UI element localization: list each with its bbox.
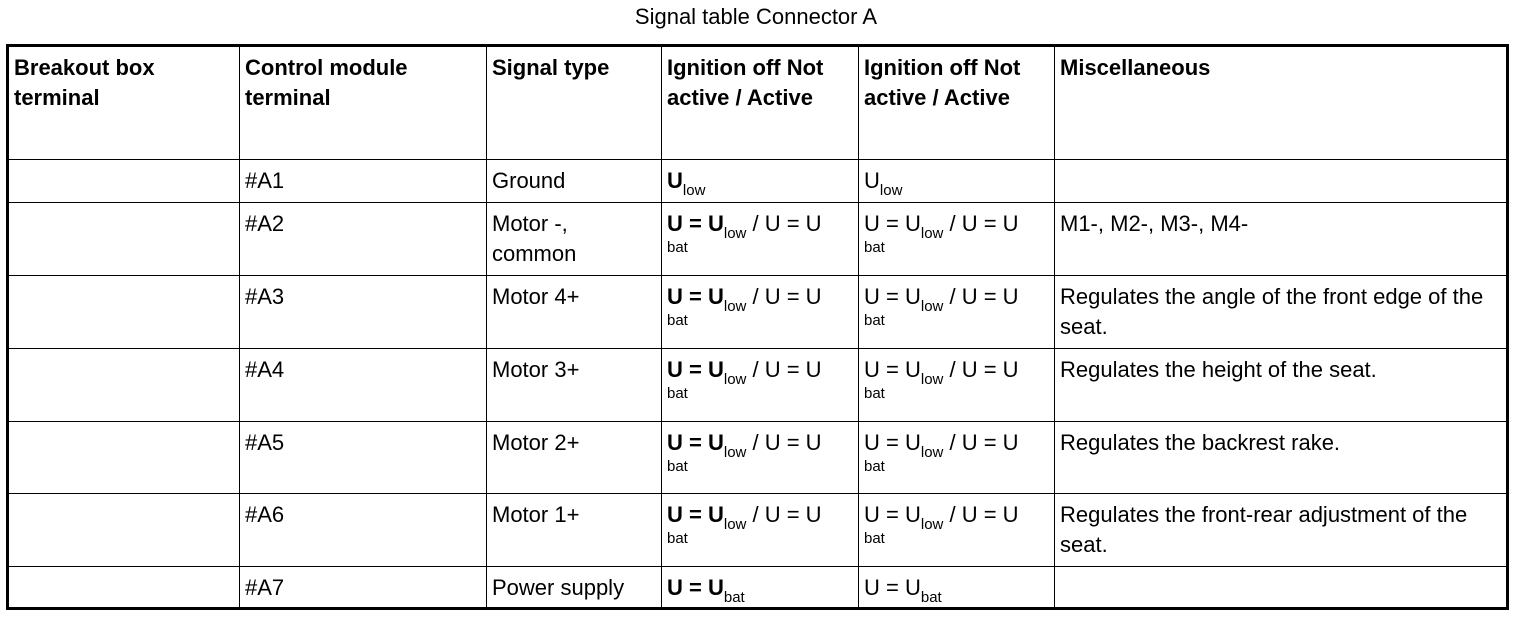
header-breakout-box-terminal: Breakout box terminal: [7, 45, 240, 160]
terminal-cell: #A2: [239, 201, 487, 276]
signal-cell: Motor 2+: [486, 420, 662, 494]
breakout-cell: [7, 201, 240, 276]
terminal-cell: #A7: [239, 566, 487, 609]
breakout-cell: [7, 348, 240, 422]
header-ignition-off-2: Ignition off Not active / Active: [858, 45, 1055, 160]
misc-cell: [1054, 158, 1508, 203]
signal-table: Breakout box terminal Control module ter…: [6, 44, 1509, 610]
misc-cell: Regulates the angle of the front edge of…: [1054, 274, 1508, 350]
misc-cell: Regulates the height of the seat.: [1054, 348, 1508, 422]
misc-cell: Regulates the front-rear adjustment of t…: [1054, 492, 1508, 568]
signal-cell: Motor 3+: [486, 348, 662, 422]
signal-cell: Power supply: [486, 566, 662, 609]
signal-cell: Ground: [486, 158, 662, 203]
table-row: #A1 Ground Ulow Ulow: [7, 158, 1508, 203]
header-miscellaneous: Miscellaneous: [1054, 45, 1508, 160]
terminal-cell: #A5: [239, 420, 487, 494]
breakout-cell: [7, 274, 240, 350]
header-row: Breakout box terminal Control module ter…: [7, 45, 1508, 160]
header-ignition-off-1: Ignition off Not active / Active: [661, 45, 859, 160]
signal-cell: Motor 4+: [486, 274, 662, 350]
table-title: Signal table Connector A: [634, 4, 878, 29]
signal-cell: Motor 1+: [486, 492, 662, 568]
misc-cell: Regulates the backrest rake.: [1054, 420, 1508, 494]
terminal-cell: #A6: [239, 492, 487, 568]
breakout-cell: [7, 420, 240, 494]
table-row: #A7 Power supply U = Ubat U = Ubat: [7, 566, 1508, 609]
terminal-cell: #A1: [239, 158, 487, 203]
header-signal-type: Signal type: [486, 45, 662, 160]
misc-cell: M1-, M2-, M3-, M4-: [1054, 201, 1508, 276]
value-cell-1: Ulow: [661, 158, 859, 203]
misc-cell: [1054, 566, 1508, 609]
value-cell-2: U = Ubat: [858, 566, 1055, 609]
terminal-cell: #A4: [239, 348, 487, 422]
breakout-cell: [7, 158, 240, 203]
breakout-cell: [7, 492, 240, 568]
signal-cell: Motor -, common: [486, 201, 662, 276]
value-cell-1: U = Ubat: [661, 566, 859, 609]
terminal-cell: #A3: [239, 274, 487, 350]
value-cell-2: Ulow: [858, 158, 1055, 203]
breakout-cell: [7, 566, 240, 609]
header-control-module-terminal: Control module terminal: [239, 45, 487, 160]
